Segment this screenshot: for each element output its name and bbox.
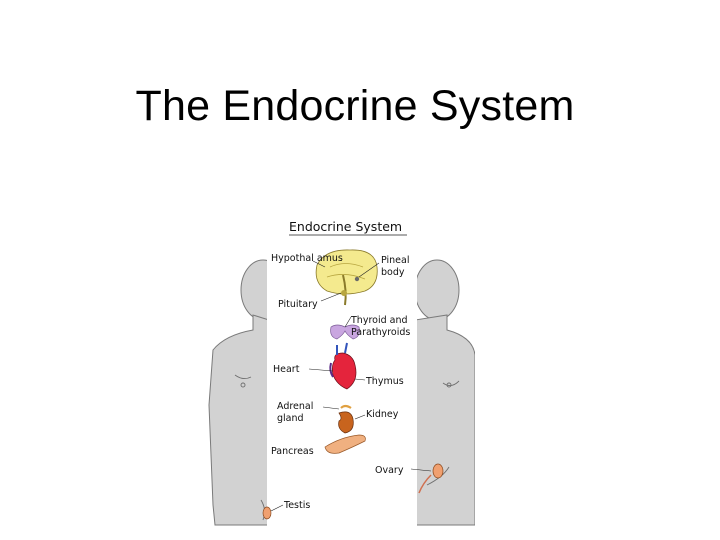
brain-illustration: [315, 249, 378, 306]
figure-title: Endocrine System: [289, 219, 402, 234]
slide-title: The Endocrine System: [135, 82, 575, 130]
ovary-leader: [410, 468, 432, 472]
pineal-gland: [354, 276, 360, 282]
pancreas-illustration: [324, 434, 366, 454]
label-pineal-line2: body: [381, 267, 405, 278]
testis-leader: [270, 504, 284, 512]
hypothalamus-leader: [312, 260, 326, 268]
label-hypothalamus: Hypothal amus: [271, 253, 343, 264]
heart-leader: [308, 368, 334, 372]
label-heart: Heart: [273, 364, 300, 375]
pineal-leader: [358, 262, 380, 278]
adrenal-leader: [322, 406, 340, 410]
thymus-leader: [354, 378, 366, 381]
adrenal-gland: [340, 404, 352, 409]
pituitary-gland: [341, 290, 347, 296]
female-body-silhouette: [414, 259, 475, 526]
label-ovary: Ovary: [375, 465, 404, 476]
heart-illustration: [329, 342, 357, 390]
label-pituitary: Pituitary: [278, 299, 318, 310]
ovary-illustration: [418, 463, 444, 494]
label-adrenal-line2: gland: [277, 413, 304, 424]
label-adrenal-line1: Adrenal: [277, 401, 313, 412]
label-pancreas: Pancreas: [271, 446, 314, 457]
endocrine-diagram: Endocrine System: [205, 205, 475, 527]
label-thymus: Thymus: [365, 376, 404, 387]
thyroid-leader: [344, 316, 352, 328]
label-testis: Testis: [283, 500, 310, 511]
label-pineal-line1: Pineal: [381, 255, 410, 266]
pituitary-leader: [320, 292, 342, 302]
testis-illustration: [262, 506, 272, 520]
kidney-leader: [354, 414, 366, 420]
label-thyroid-line2: Parathyroids: [351, 327, 410, 338]
kidney-illustration: [338, 404, 354, 434]
label-kidney: Kidney: [366, 409, 399, 420]
label-thyroid-line1: Thyroid and: [350, 315, 408, 326]
